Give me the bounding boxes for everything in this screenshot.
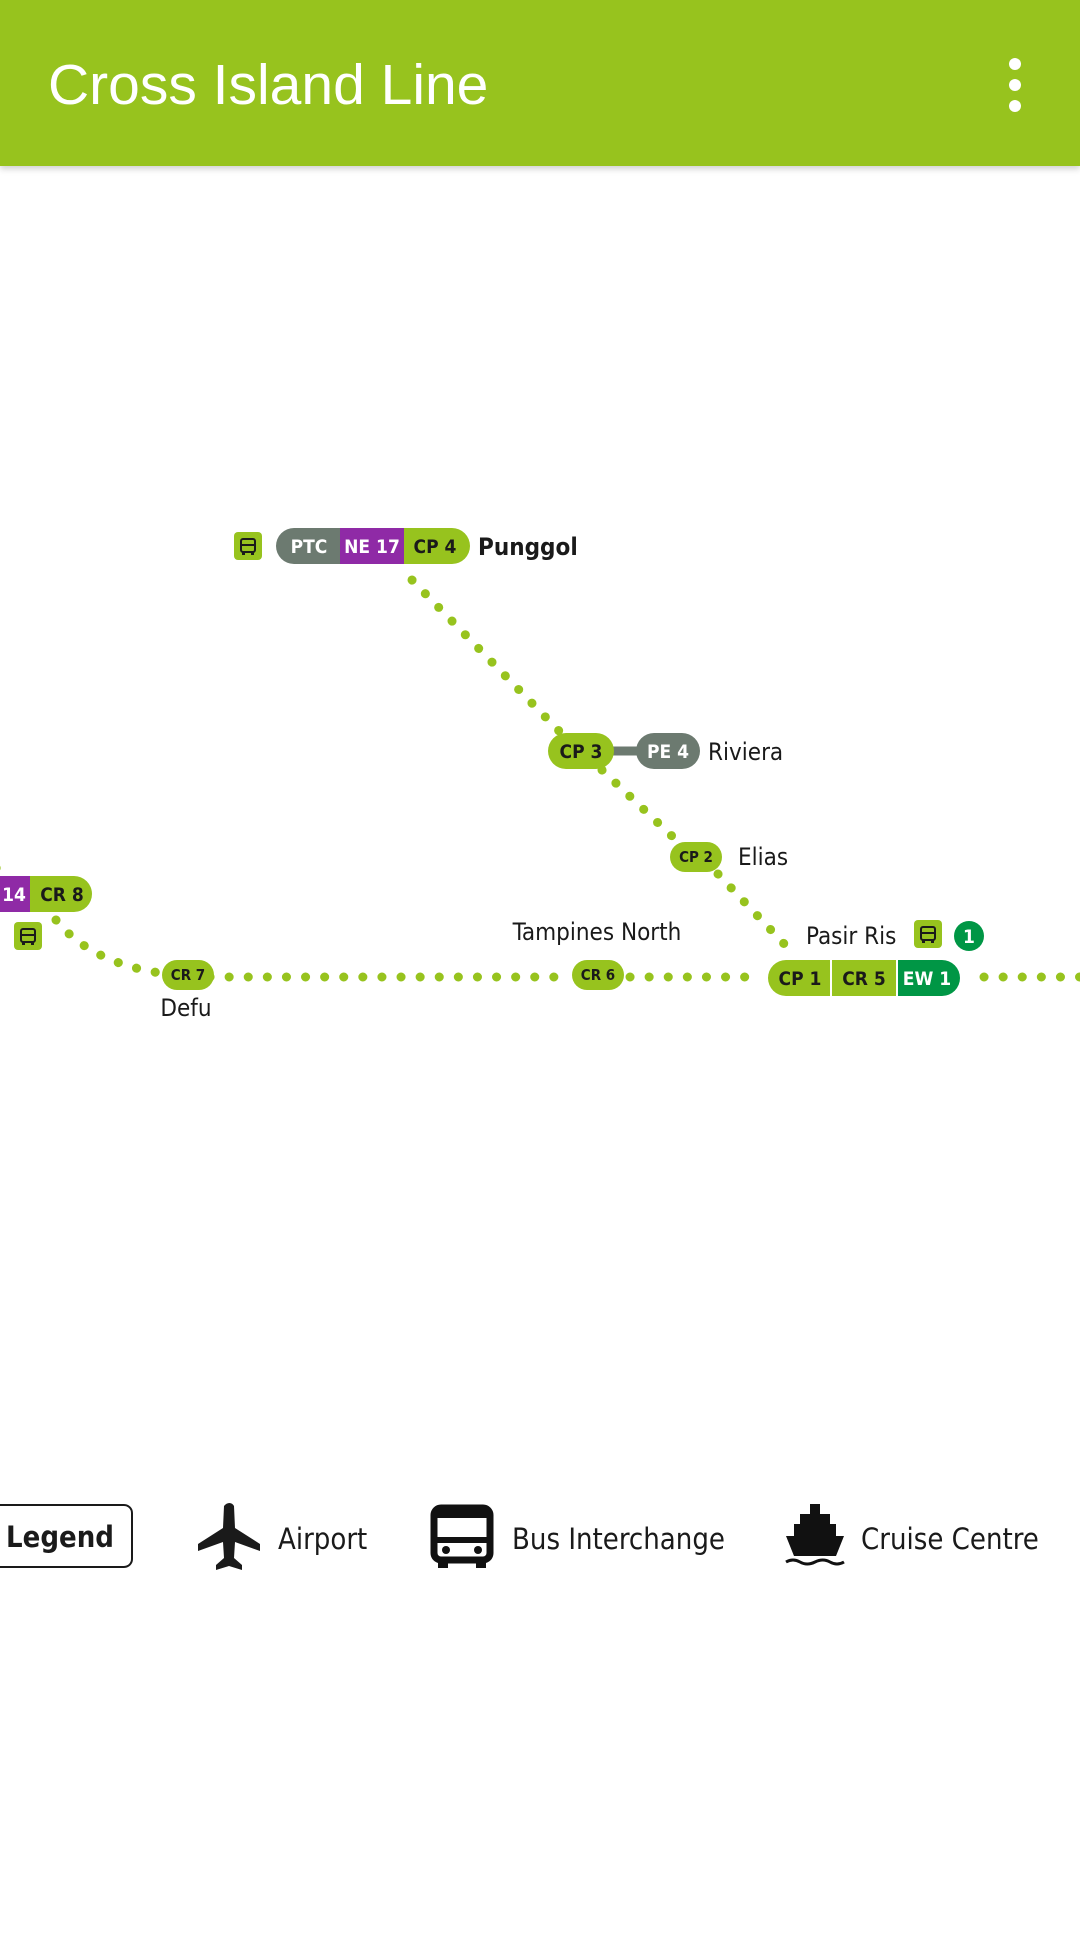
airplane-icon <box>198 1503 260 1570</box>
code-ptc: PTC <box>291 536 328 558</box>
more-vert-icon[interactable] <box>990 50 1040 120</box>
legend-label-bus: Bus Interchange <box>512 1522 725 1556</box>
station-name: Defu <box>160 994 211 1022</box>
code-cp2: CP 2 <box>679 848 713 866</box>
station-name: Tampines North <box>512 918 682 946</box>
code-pill-partial <box>0 876 30 912</box>
code-cp3: CP 3 <box>560 741 603 763</box>
exit-badge-label: 1 <box>963 926 975 948</box>
station-name: Pasir Ris <box>806 922 896 950</box>
code-pill-cr <box>162 960 214 990</box>
station-punggol[interactable]: PTC NE 17 CP 4 Punggol <box>234 528 578 564</box>
code-pe4: PE 4 <box>647 741 689 763</box>
track-segment-west <box>0 864 9 875</box>
code-cr5: CR 5 <box>842 968 886 990</box>
legend-label-cruise: Cruise Centre <box>861 1522 1039 1556</box>
bus-icon <box>240 538 256 555</box>
bus-icon <box>920 926 936 943</box>
station-pasir-ris[interactable]: Pasir Ris 1 CP 1 CR 5 EW 1 <box>768 920 984 996</box>
code-pill-cp <box>670 842 722 872</box>
code-pill-cp <box>768 960 830 996</box>
code-pill-pe <box>636 733 700 769</box>
legend-box <box>0 1504 133 1568</box>
station-defu[interactable]: CR 7 Defu <box>160 960 214 1022</box>
track-segment-riviera-elias <box>597 765 679 843</box>
track-segment-punggol-riviera <box>407 575 567 739</box>
code-cr8: CR 8 <box>40 884 84 906</box>
code-ew1: EW 1 <box>903 968 951 990</box>
station-cr8[interactable]: 14 CR 8 <box>0 876 92 950</box>
bus-icon <box>430 1504 494 1568</box>
station-tampines-north[interactable]: Tampines North CR 6 <box>512 918 682 990</box>
code-pill-cp <box>404 528 470 564</box>
track-segment-cr8-defu <box>51 915 165 978</box>
code-cr7: CR 7 <box>171 966 205 984</box>
code-pill-cr <box>572 960 624 990</box>
code-pill-cp <box>548 733 614 769</box>
code-ne17: NE 17 <box>344 536 400 558</box>
code-cp4: CP 4 <box>414 536 457 558</box>
station-elias[interactable]: CP 2 Elias <box>670 842 788 872</box>
code-pill-ne <box>340 528 404 564</box>
station-name: Punggol <box>478 533 578 561</box>
code-partial: 14 <box>2 884 26 906</box>
code-pill-ew <box>898 960 960 996</box>
app-title: Cross Island Line <box>48 53 489 117</box>
bus-icon <box>20 928 36 945</box>
station-name: Elias <box>738 843 788 871</box>
app-bar: Cross Island Line <box>0 0 1080 166</box>
code-pill-cr <box>832 960 896 996</box>
station-riviera[interactable]: CP 3 PE 4 Riviera <box>548 733 783 769</box>
code-cp1: CP 1 <box>779 968 822 990</box>
code-pill-cr <box>30 876 92 912</box>
line-track <box>0 575 1080 982</box>
track-segment-elias-pasir-ris <box>713 869 793 953</box>
legend-title: Legend <box>6 1520 114 1554</box>
legend-label-airport: Airport <box>278 1522 367 1556</box>
ship-icon <box>785 1504 845 1566</box>
station-name: Riviera <box>708 738 783 766</box>
code-pill-ptc <box>276 528 340 564</box>
line-map[interactable]: PTC NE 17 CP 4 Punggol CP 3 PE 4 Riviera… <box>0 166 1080 1942</box>
code-cr6: CR 6 <box>581 966 615 984</box>
legend: Legend Airport Bus Interchange <box>0 1503 1039 1570</box>
exit-badge <box>954 921 984 951</box>
